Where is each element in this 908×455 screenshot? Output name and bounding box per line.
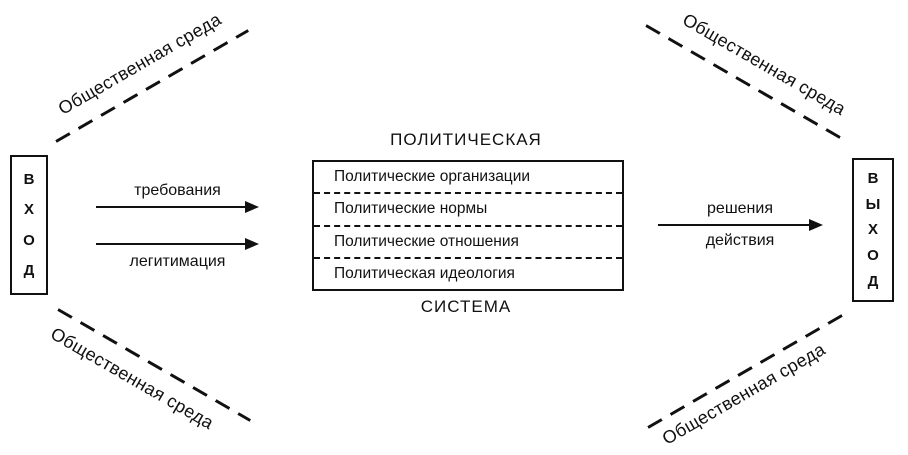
- environment-label-bottom-left: Общественная среда: [47, 323, 218, 434]
- input-letter: В: [23, 171, 35, 189]
- output-arrow-label-bottom: действия: [705, 232, 775, 249]
- environment-label-top-right: Общественная среда: [679, 9, 850, 120]
- system-box: Политические организации Политические но…: [312, 160, 624, 291]
- system-row: Политические организации: [314, 162, 622, 195]
- environment-label-bottom-right: Общественная среда: [658, 339, 829, 449]
- input-box: В Х О Д: [10, 155, 48, 295]
- input-arrow-bottom: [96, 238, 259, 250]
- system-title-top: ПОЛИТИЧЕСКАЯ: [390, 130, 542, 149]
- output-arrow: [658, 219, 823, 231]
- environment-dash-bottom-right: [647, 313, 844, 429]
- system-title-bottom: СИСТЕМА: [420, 297, 512, 316]
- output-letter: В: [867, 169, 879, 187]
- input-letter: Д: [23, 261, 35, 279]
- input-letter: О: [23, 231, 35, 249]
- output-box: В Ы Х О Д: [852, 158, 894, 302]
- input-arrow-top: [96, 201, 259, 213]
- input-arrow-top-label: требования: [134, 182, 221, 199]
- input-letter: Х: [23, 201, 34, 219]
- output-letter: Х: [867, 221, 878, 239]
- output-letter: Д: [867, 273, 879, 291]
- system-row: Политическая идеология: [334, 264, 515, 282]
- system-row: Политические нормы: [314, 194, 622, 227]
- environment-label-top-left: Общественная среда: [54, 9, 225, 119]
- system-row: Политические отношения: [314, 227, 622, 259]
- input-arrow-bottom-label: легитимация: [129, 253, 226, 270]
- output-letter: О: [867, 247, 879, 265]
- output-letter: Ы: [865, 195, 881, 213]
- output-arrow-label-top: решения: [707, 200, 773, 217]
